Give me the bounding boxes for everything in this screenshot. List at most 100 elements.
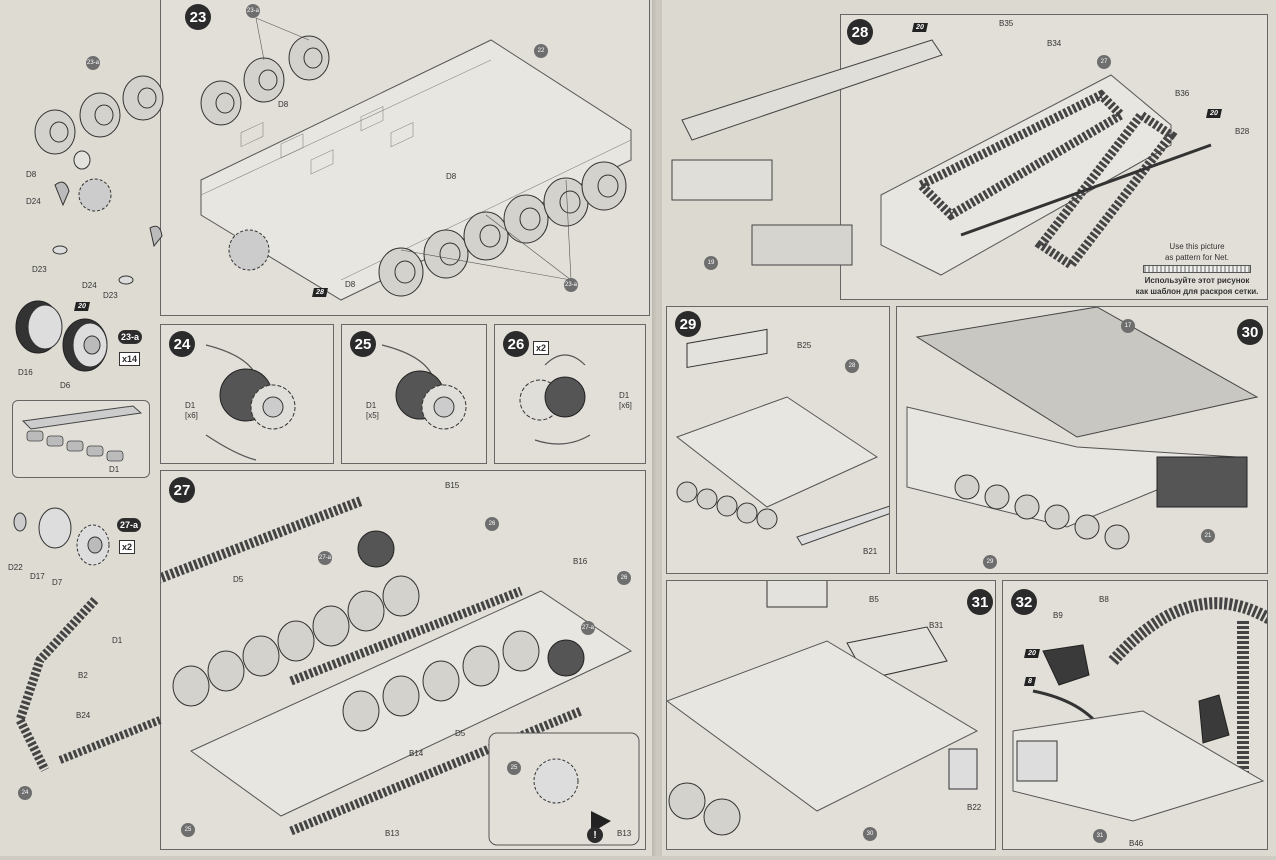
- part-22-marker: 22: [534, 44, 548, 58]
- d1-sprue-detail: D1: [12, 400, 150, 478]
- subassembly-23a-qty: x14: [119, 352, 141, 366]
- subassembly-27a-drawing: [13, 507, 110, 566]
- instruction-page-right: 28 B35 B34 27 B36 B28 20 20 Use this pic…: [662, 0, 1276, 856]
- part-b21-label: B21: [863, 547, 878, 556]
- step-28-drawing: [880, 74, 1212, 276]
- cross-ref-28: 28: [312, 288, 328, 297]
- step-28-ref-20-right: 20: [1206, 109, 1222, 118]
- part-31-marker: 31: [1093, 829, 1107, 843]
- net-note-en-1: Use this picture: [1169, 242, 1225, 251]
- part-d23-left-label: D23: [32, 265, 47, 274]
- step-31-panel: 31 B5 B31 B22 30: [666, 580, 996, 850]
- instruction-page-left: 23 22 23-a 23-a D8 D8 D8 28 23-a D8 D24 …: [0, 0, 655, 856]
- part-d7-label: D7: [52, 578, 63, 587]
- part-29-marker: 29: [983, 555, 997, 569]
- step-30-drawing: [906, 307, 1259, 550]
- subassembly-23a-drawing: [15, 300, 108, 372]
- part-d22-label: D22: [8, 563, 23, 572]
- part-23a-marker: 23-a: [246, 4, 260, 18]
- step-26-qty-box: x2: [533, 341, 550, 355]
- part-b8-label: B8: [1099, 595, 1109, 604]
- part-d5-label: D5: [233, 575, 244, 584]
- subassembly-27a-qty: x2: [119, 540, 136, 554]
- part-26-marker: 26: [485, 517, 499, 531]
- step-32-panel: 32 B9 B8 20 8 31 B46: [1002, 580, 1268, 850]
- part-27-marker: 27: [1097, 55, 1111, 69]
- step-24-number: 24: [169, 331, 195, 357]
- step-28-ref-20-top: 20: [912, 23, 928, 32]
- step-25-qty: [x5]: [366, 411, 379, 420]
- step-29-drawing: [675, 328, 889, 546]
- inset-part-25-marker: 25: [507, 761, 521, 775]
- part-d5-label-2: D5: [455, 729, 466, 738]
- step-32-ref-8: 8: [1024, 677, 1036, 686]
- part-b5-label: B5: [869, 595, 879, 604]
- part-b35-label: B35: [999, 19, 1014, 28]
- step-24-part: D1: [185, 401, 196, 410]
- part-d1-sprue-label: D1: [109, 465, 120, 474]
- step-29-number: 29: [675, 311, 701, 337]
- step-26-panel: 26 x2 D1 [x6]: [494, 324, 646, 464]
- step-26-drawing: [519, 354, 591, 445]
- step-31-number: 31: [967, 589, 993, 615]
- part-d1-step27-label: D1: [112, 636, 123, 645]
- step-30-number: 30: [1237, 319, 1263, 345]
- step-27-panel: 27 B15 26 27-a D5 B16 26 27-a D5 B14 B13…: [160, 470, 646, 850]
- part-d8-label: D8: [278, 100, 289, 109]
- step-24-panel: 24 D1 [x6]: [160, 324, 334, 464]
- part-27a-marker: 27-a: [318, 551, 332, 565]
- part-b34-label: B34: [1047, 39, 1062, 48]
- part-b46-label: B46: [1129, 839, 1144, 848]
- step-28-side-rail: [671, 39, 943, 266]
- part-17-marker: 17: [1121, 319, 1135, 333]
- part-b15-label: B15: [445, 481, 460, 490]
- part-d24-lower-label: D24: [82, 281, 97, 290]
- inset-part-b13-label: B13: [617, 829, 632, 838]
- step-25-drawing: [381, 344, 467, 430]
- step-25-panel: 25 D1 [x5]: [341, 324, 487, 464]
- part-21-marker: 21: [1201, 529, 1215, 543]
- net-note-en-2: as pattern for Net.: [1164, 253, 1230, 262]
- part-19-marker: 19: [704, 256, 718, 270]
- part-23a-marker-left: 23-a: [86, 56, 100, 70]
- subassembly-23a-label: 23-a: [118, 330, 143, 344]
- step-31-drawing: [667, 581, 979, 836]
- step-27-drawing: [161, 496, 640, 846]
- part-d17-label: D17: [30, 572, 45, 581]
- net-pattern-swatch: [1143, 265, 1251, 273]
- part-24-marker: 24: [18, 786, 32, 800]
- part-23a-marker-bottom: 23-a: [564, 278, 578, 292]
- part-d6-label: D6: [60, 381, 71, 390]
- part-25-marker: 25: [181, 823, 195, 837]
- step-24-drawing: [205, 344, 296, 461]
- net-note-ru-2: как шаблон для раскроя сетки.: [1135, 287, 1259, 296]
- part-b31-label: B31: [929, 621, 944, 630]
- step-23-side-parts: [34, 75, 164, 285]
- part-26-marker-right: 26: [617, 571, 631, 585]
- step-25-part: D1: [366, 401, 377, 410]
- step-26-qty: [x6]: [619, 401, 632, 410]
- step-28-panel: 28 B35 B34 27 B36 B28 20 20 Use this pic…: [840, 14, 1268, 300]
- part-b13-label: B13: [385, 829, 400, 838]
- step-27-left-tracks: [15, 596, 162, 773]
- part-b9-label: B9: [1053, 611, 1063, 620]
- subassembly-27a-label: 27-a: [117, 518, 142, 532]
- net-note-ru-1: Используйте этот рисунок: [1144, 276, 1250, 285]
- part-b25-label: B25: [797, 341, 812, 350]
- part-d8-left-label: D8: [26, 170, 37, 179]
- step-23-panel: 23 22 23-a 23-a D8 D8 D8 28: [160, 0, 650, 316]
- part-b16-label: B16: [573, 557, 588, 566]
- step-27-number: 27: [169, 477, 195, 503]
- step-26-part: D1: [619, 391, 630, 400]
- step-23-drawing: [200, 17, 632, 301]
- part-d8-label-3: D8: [345, 280, 356, 289]
- part-d16-label: D16: [18, 368, 33, 377]
- part-b22-label: B22: [967, 803, 982, 812]
- part-b28-label: B28: [1235, 127, 1250, 136]
- step-32-ref-20: 20: [1024, 649, 1040, 658]
- part-d23-lower-label: D23: [103, 291, 118, 300]
- net-pattern-note: Use this picture as pattern for Net. Исп…: [1135, 241, 1259, 297]
- step-29-panel: 29 B25 28 B21: [666, 306, 890, 574]
- part-d8-label-2: D8: [446, 172, 457, 181]
- part-b14-label: B14: [409, 749, 424, 758]
